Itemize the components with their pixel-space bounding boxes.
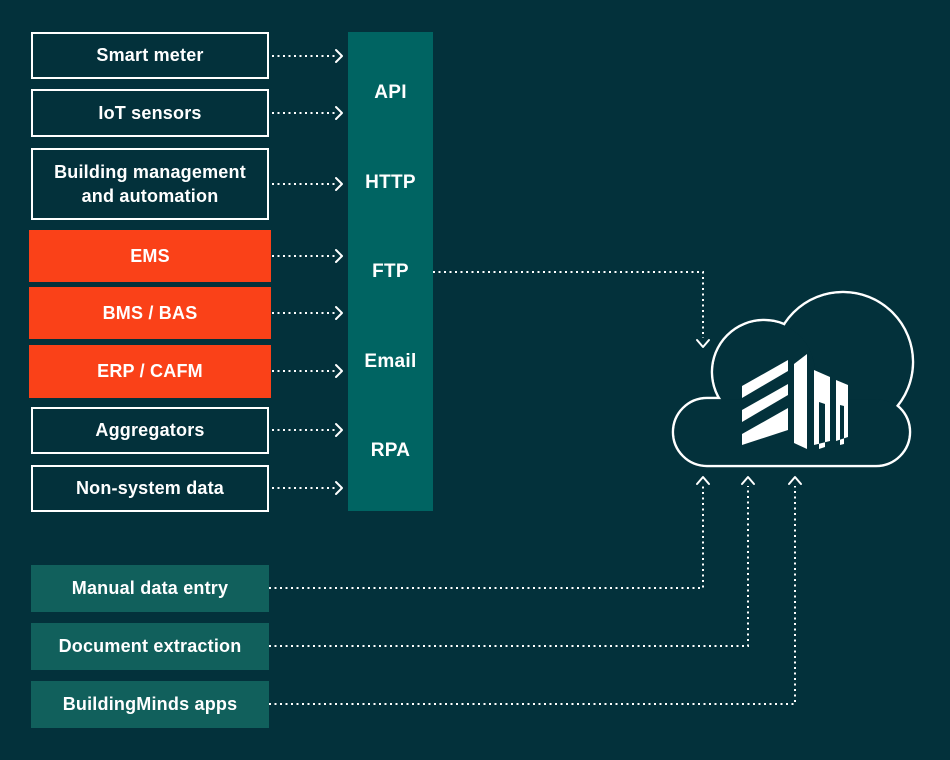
source-label: IoT sensors [98, 102, 202, 123]
arrow-document-extraction [269, 486, 749, 647]
source-box-erp-cafm: ERP / CAFM [29, 345, 271, 398]
arrow-manual-data-entry [269, 486, 704, 589]
protocol-label-api: API [374, 82, 407, 103]
source-label: BMS / BAS [102, 302, 198, 323]
channel-label: Manual data entry [71, 578, 229, 598]
source-label: EMS [130, 245, 170, 266]
channel-box-manual-data-entry: Manual data entry [31, 565, 269, 612]
cloud-icon [671, 290, 915, 468]
channel-label: Document extraction [58, 636, 242, 656]
source-box-building-management: Building management and automation [31, 148, 269, 220]
protocol-label-email: Email [364, 351, 417, 372]
source-box-ems: EMS [29, 230, 271, 282]
source-label: Building management and automation [54, 161, 246, 206]
channel-arrows [269, 476, 802, 705]
arrow-buildingminds-apps [269, 486, 796, 705]
channel-label: BuildingMinds apps [62, 694, 238, 714]
column-to-cloud-arrow [433, 271, 710, 348]
buildingminds-logo-icon [742, 354, 848, 449]
channel-box-document-extraction: Document extraction [31, 623, 269, 670]
source-arrows [272, 49, 343, 495]
source-box-smart-meter: Smart meter [31, 32, 269, 79]
source-label: Non-system data [75, 478, 225, 499]
source-label: Smart meter [96, 45, 204, 66]
protocol-label-http: HTTP [365, 172, 416, 193]
protocol-label-ftp: FTP [372, 261, 409, 282]
source-box-bms-bas: BMS / BAS [29, 287, 271, 339]
protocol-label-rpa: RPA [370, 440, 411, 461]
channel-box-buildingminds-apps: BuildingMinds apps [31, 681, 269, 728]
protocol-column: API HTTP FTP Email RPA [348, 32, 433, 511]
source-box-non-system-data: Non-system data [31, 465, 269, 512]
source-label: Aggregators [95, 420, 205, 441]
source-box-iot-sensors: IoT sensors [31, 89, 269, 137]
source-label: ERP / CAFM [97, 361, 203, 382]
source-box-aggregators: Aggregators [31, 407, 269, 454]
